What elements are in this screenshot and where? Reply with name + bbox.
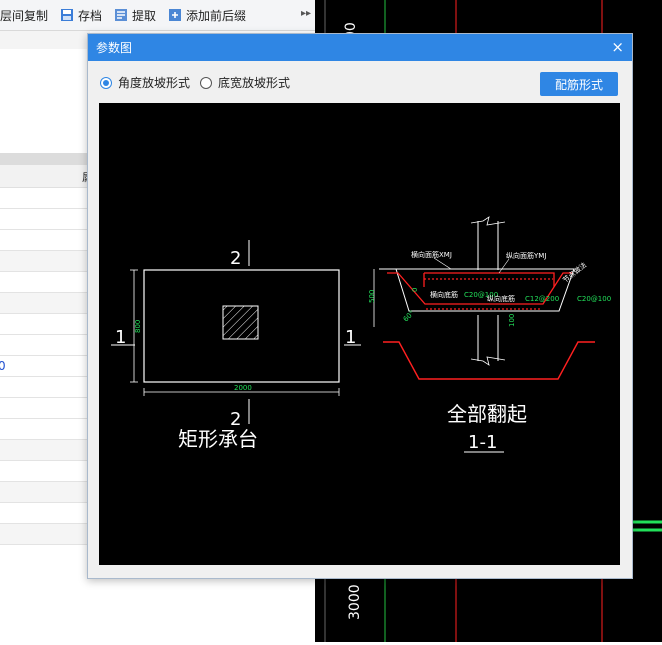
section-caption: 全部翻起	[447, 402, 527, 426]
add-affix-icon	[169, 9, 182, 21]
list-item[interactable]	[0, 209, 90, 230]
option-width-slope[interactable]: 底宽放坡形式	[200, 74, 290, 91]
section-mark-left: 1	[115, 327, 126, 348]
extract-icon	[115, 9, 128, 21]
cap-outline	[143, 269, 340, 383]
diagram-svg: 2 2 1 1 800 2000 矩形承台	[111, 216, 611, 453]
option-angle-slope[interactable]: 角度放坡形式	[100, 74, 190, 91]
section-dim-depth: 500	[368, 290, 376, 303]
axis-label-bottom: 3000	[347, 584, 363, 620]
radio-width-slope[interactable]	[200, 76, 213, 89]
column-hatch	[222, 305, 259, 340]
parameter-diagram-dialog: 参数图 × 角度放坡形式 底宽放坡形式 配筋形式 2	[87, 33, 633, 579]
label-longitudinal-bottom-value: C12@200	[525, 295, 559, 303]
section-view: 500 0 60° 100 横向面筋XMJ 纵向面筋YMJ 节点做法 横向底筋 …	[368, 216, 611, 453]
save-archive-button[interactable]: 存档	[54, 0, 108, 30]
plan-dim-width: 2000	[234, 384, 252, 392]
list-item[interactable]	[0, 482, 90, 503]
list-item[interactable]	[0, 230, 90, 251]
plan-view: 2 2 1 1 800 2000 矩形承台	[111, 240, 361, 451]
close-icon[interactable]: ×	[611, 38, 624, 56]
dialog-title: 参数图	[96, 41, 133, 55]
list-item[interactable]	[0, 524, 90, 545]
list-item[interactable]	[0, 314, 90, 335]
label-longitudinal-bottom: 纵向底筋	[487, 294, 515, 303]
section-mark-top: 2	[230, 248, 241, 269]
section-mark-bottom: 2	[230, 409, 241, 430]
section-dim-cover: 0	[411, 288, 419, 292]
label-transverse-bottom: 横向底筋	[430, 290, 458, 299]
copy-floor-button[interactable]: 层间复制	[0, 8, 49, 23]
list-item[interactable]	[0, 461, 90, 482]
list-item[interactable]	[0, 272, 90, 293]
parameter-diagram: 2 2 1 1 800 2000 矩形承台	[99, 103, 620, 565]
panel-header-bar	[0, 153, 90, 165]
list-item[interactable]	[0, 293, 90, 314]
label-side-value: C20@100	[577, 295, 611, 303]
list-item[interactable]	[0, 188, 90, 209]
section-id: 1-1	[468, 432, 497, 453]
section-mark-right: 1	[345, 327, 356, 348]
list-item[interactable]	[0, 251, 90, 272]
panel-blank	[0, 31, 90, 49]
slope-form-options: 角度放坡形式 底宽放坡形式	[100, 74, 300, 91]
plan-dim-height: 800	[134, 320, 142, 333]
label-longitudinal-top: 纵向面筋YMJ	[506, 251, 546, 260]
option-angle-slope-label: 角度放坡形式	[118, 76, 191, 90]
save-icon	[61, 9, 74, 21]
list-item[interactable]	[0, 419, 90, 440]
list-item[interactable]	[0, 440, 90, 461]
dialog-title-bar[interactable]: 参数图 ×	[88, 34, 632, 61]
toolbar-overflow-icon[interactable]: ▸▸	[300, 8, 311, 19]
list-item[interactable]	[0, 377, 90, 398]
label-transverse-top: 横向面筋XMJ	[411, 250, 452, 259]
rebar-config-button[interactable]: 配筋形式	[540, 72, 618, 96]
add-affix-button[interactable]: 添加前后缀	[162, 0, 252, 30]
option-width-slope-label: 底宽放坡形式	[218, 76, 291, 90]
list-item[interactable]	[0, 335, 90, 356]
plan-caption: 矩形承台	[178, 427, 258, 451]
label-transverse-bottom-value: C20@100	[464, 291, 498, 299]
section-dim-bottom: 100	[508, 314, 516, 327]
extract-button[interactable]: 提取	[108, 0, 162, 30]
list-item-value: 0	[0, 359, 6, 373]
radio-angle-slope[interactable]	[100, 76, 112, 89]
list-item[interactable]	[0, 398, 90, 419]
list-item[interactable]: 0	[0, 356, 90, 377]
list-item[interactable]	[0, 503, 90, 524]
panel-header: 属	[0, 165, 93, 188]
main-toolbar: 层间复制 存档 提取 添加前后缀 ▸▸	[0, 0, 315, 31]
